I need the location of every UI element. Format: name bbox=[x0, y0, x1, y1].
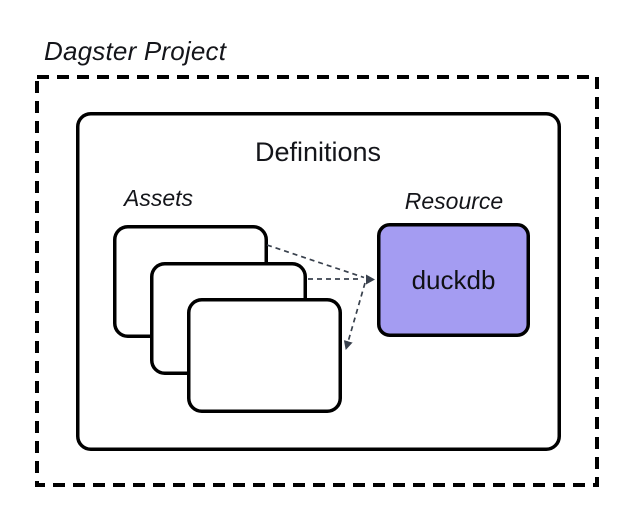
assets-label: Assets bbox=[124, 185, 194, 211]
connector-asset1-to-resource bbox=[266, 244, 365, 279]
resource-label: Resource bbox=[404, 188, 504, 214]
resource-box bbox=[377, 223, 530, 337]
resource-name-label: duckdb bbox=[411, 264, 496, 295]
connector-resource-to-asset3 bbox=[343, 282, 366, 350]
connector-arrowhead-into-resource bbox=[366, 274, 375, 285]
diagram-title: Dagster Project bbox=[44, 36, 227, 66]
asset-card-3 bbox=[187, 298, 342, 413]
project-boundary-border bbox=[35, 75, 599, 487]
definitions-label: Definitions bbox=[254, 137, 382, 167]
